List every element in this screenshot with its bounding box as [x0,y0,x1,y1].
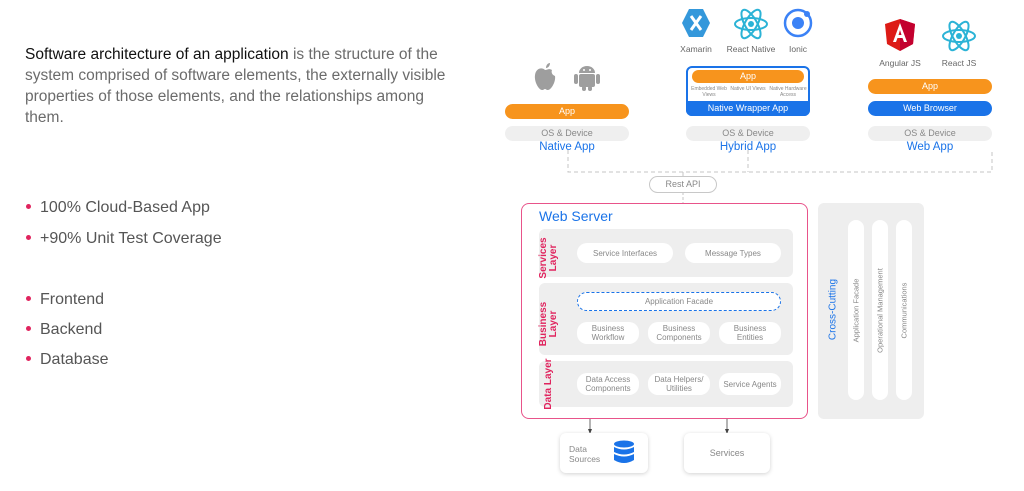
react-native-icon [734,8,768,40]
hybrid-sub-webviews: Embedded Web Views [691,86,727,98]
native-os-pill: OS & Device [505,126,629,141]
angular-label: Angular JS [879,58,921,68]
intro-highlight: Software architecture of an application [25,46,289,63]
native-app-title: Native App [539,141,595,153]
web-server-title: Web Server [539,208,613,224]
list-item: +90% Unit Test Coverage [26,230,222,247]
cross-col-operational [872,220,888,400]
data-layer-label: Data Layer [543,358,554,410]
cross-cutting-title: Cross-Cutting [827,278,839,341]
hybrid-sub-uiviews: Native UI Views [730,86,766,92]
list-item: 100% Cloud-Based App [26,199,210,216]
cross-col-facade-label: Application Facade [851,278,861,343]
message-types-chip: Message Types [685,243,781,263]
web-browser-pill: Web Browser [868,101,992,116]
web-app-title: Web App [906,141,954,153]
web-app-pill: App [868,79,992,94]
application-facade-chip: Application Facade [577,292,781,311]
xamarin-label: Xamarin [680,44,712,54]
business-workflow-chip: Business Workflow [577,322,639,344]
native-wrapper-pill: Native Wrapper App [686,101,810,116]
business-components-chip: Business Components [648,322,710,344]
cross-col-operational-label: Operational Management [875,268,885,353]
react-js-label: React JS [941,58,977,68]
data-access-chip: Data Access Components [577,373,639,395]
ionic-label: Ionic [789,44,807,54]
business-layer-label: Business Layer [538,301,559,347]
service-agents-chip: Service Agents [719,373,781,395]
data-sources-label: Data Sources [569,444,601,464]
cross-col-communications [896,220,912,400]
hybrid-sub-hardware: Native Hardware Access [769,86,807,98]
apple-icon [534,63,556,90]
business-entities-chip: Business Entities [719,322,781,344]
data-helpers-chip: Data Helpers/ Utilities [648,373,710,395]
native-app-pill: App [505,104,629,119]
cross-col-communications-label: Communications [899,282,909,339]
hybrid-app-title: Hybrid App [719,141,777,153]
list-item: Frontend [25,291,105,308]
cross-col-facade [848,220,864,400]
services-box: Services [684,433,770,473]
intro-rest: is the structure of the system comprised… [25,46,446,126]
xamarin-icon [682,9,710,37]
intro-paragraph: Software architecture of an application … [25,44,455,128]
list-item: Database [26,351,109,368]
android-icon [574,66,600,91]
hybrid-os-pill: OS & Device [686,126,810,141]
react-js-icon [942,20,976,52]
react-native-label: React Native [726,44,776,54]
ionic-icon [783,8,813,38]
database-icon [614,440,634,463]
data-sources-box [560,433,648,473]
list-item: Backend [25,321,103,338]
web-os-pill: OS & Device [868,126,992,141]
service-interfaces-chip: Service Interfaces [577,243,673,263]
angular-icon [885,19,915,51]
rest-api-badge: Rest API [649,176,717,193]
hybrid-app-pill: App [692,70,804,83]
services-layer-label: Services Layer [538,237,559,279]
